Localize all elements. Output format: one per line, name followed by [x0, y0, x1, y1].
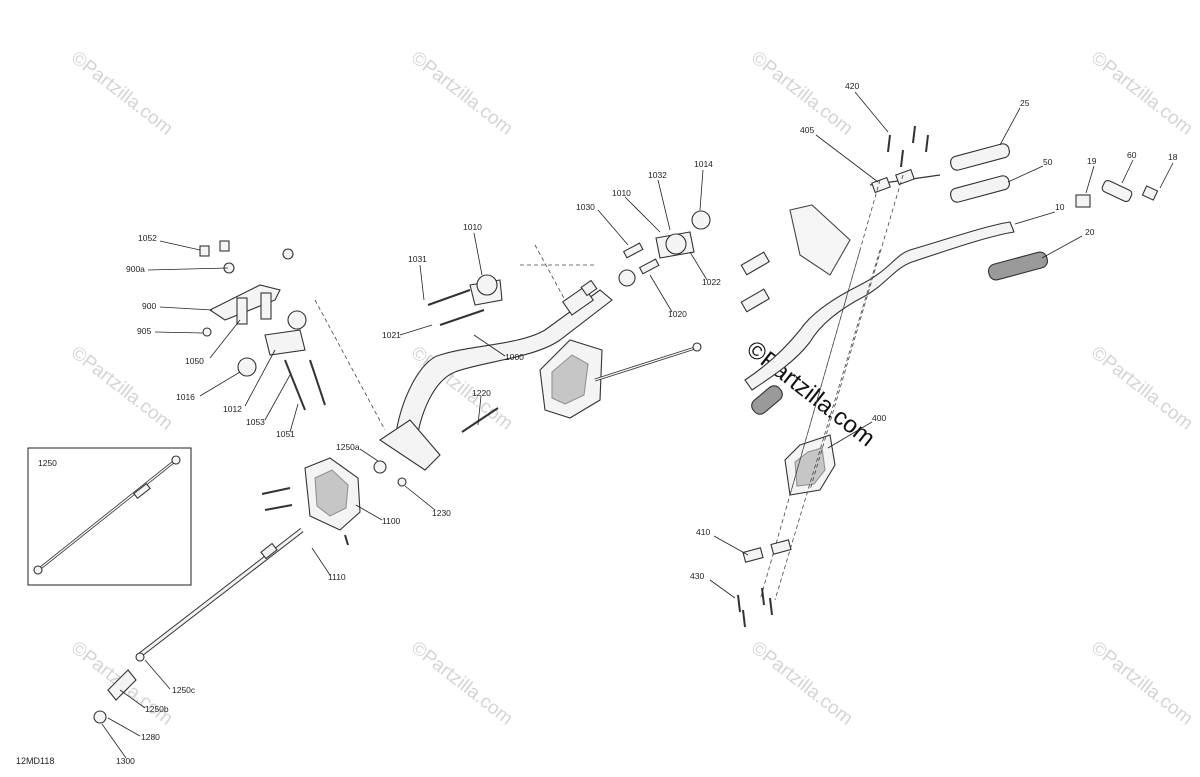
clamp-1010-right: [618, 210, 711, 287]
inset-label: 1250: [38, 458, 57, 468]
callout-1050: 1050: [185, 356, 204, 366]
callout-405: 405: [800, 125, 814, 135]
callout-1100: 1100: [382, 516, 401, 526]
callout-1250c: 1250c: [172, 685, 196, 695]
watermark: ©Partzilla.com: [67, 342, 177, 434]
callout-1010-left: 1010: [463, 222, 482, 232]
callout-1300: 1300: [116, 756, 135, 766]
callout-420: 420: [845, 81, 859, 91]
steering-shaft-1110: [93, 528, 304, 724]
watermark: ©Partzilla.com: [1087, 47, 1197, 139]
cover-housing: [539, 339, 702, 419]
leader-lines: [101, 91, 1174, 759]
callout-1022: 1022: [702, 277, 721, 287]
callout-1020: 1020: [668, 309, 687, 319]
clamp-1010-left: [427, 274, 503, 326]
watermark: ©Partzilla.com: [67, 47, 177, 139]
callout-1250b: 1250b: [145, 704, 169, 714]
callout-19: 19: [1087, 156, 1097, 166]
callout-410: 410: [696, 527, 710, 537]
callout-1250a: 1250a: [336, 442, 360, 452]
watermark: ©Partzilla.com: [747, 637, 857, 729]
callout-1280: 1280: [141, 732, 160, 742]
steering-column-assembly: [379, 244, 613, 471]
callout-905: 905: [137, 326, 151, 336]
callout-1230: 1230: [432, 508, 451, 518]
watermark: ©Partzilla.com: [1087, 342, 1197, 434]
riser-400: [737, 174, 904, 628]
callout-1053: 1053: [246, 417, 265, 427]
callout-50: 50: [1043, 157, 1053, 167]
watermarks: ©Partzilla.com ©Partzilla.com ©Partzilla…: [67, 47, 1197, 729]
inset-1250: 1250: [27, 447, 192, 586]
callout-900: 900: [142, 301, 156, 311]
callout-1021: 1021: [382, 330, 401, 340]
callout-10: 10: [1055, 202, 1065, 212]
callout-1000: 1000: [505, 352, 524, 362]
callout-1030: 1030: [576, 202, 595, 212]
handlebar-assembly: [740, 125, 1159, 415]
callout-1012: 1012: [223, 404, 242, 414]
callout-25: 25: [1020, 98, 1030, 108]
lower-housing: [261, 407, 499, 546]
callout-1032: 1032: [648, 170, 667, 180]
callout-1110: 1110: [328, 572, 346, 582]
callout-labels: 1052 900a 900 905 1050 1016 1012 1053 10…: [116, 81, 1178, 766]
callout-1016: 1016: [176, 392, 195, 402]
callout-1220: 1220: [472, 388, 491, 398]
watermark: ©Partzilla.com: [407, 47, 517, 139]
callout-900a: 900a: [126, 264, 145, 274]
callout-1052: 1052: [138, 233, 157, 243]
drawing-code: 12MD118: [16, 756, 54, 766]
watermark: ©Partzilla.com: [407, 637, 517, 729]
callout-60: 60: [1127, 150, 1137, 160]
callout-1014: 1014: [694, 159, 713, 169]
callout-430: 430: [690, 571, 704, 581]
callout-1051: 1051: [276, 429, 295, 439]
watermark: ©Partzilla.com: [1087, 637, 1197, 729]
callout-20: 20: [1085, 227, 1095, 237]
upper-bracket-parts: [199, 240, 386, 431]
callout-1031: 1031: [408, 254, 427, 264]
callout-1010-right: 1010: [612, 188, 631, 198]
callout-400: 400: [872, 413, 886, 423]
callout-18: 18: [1168, 152, 1178, 162]
